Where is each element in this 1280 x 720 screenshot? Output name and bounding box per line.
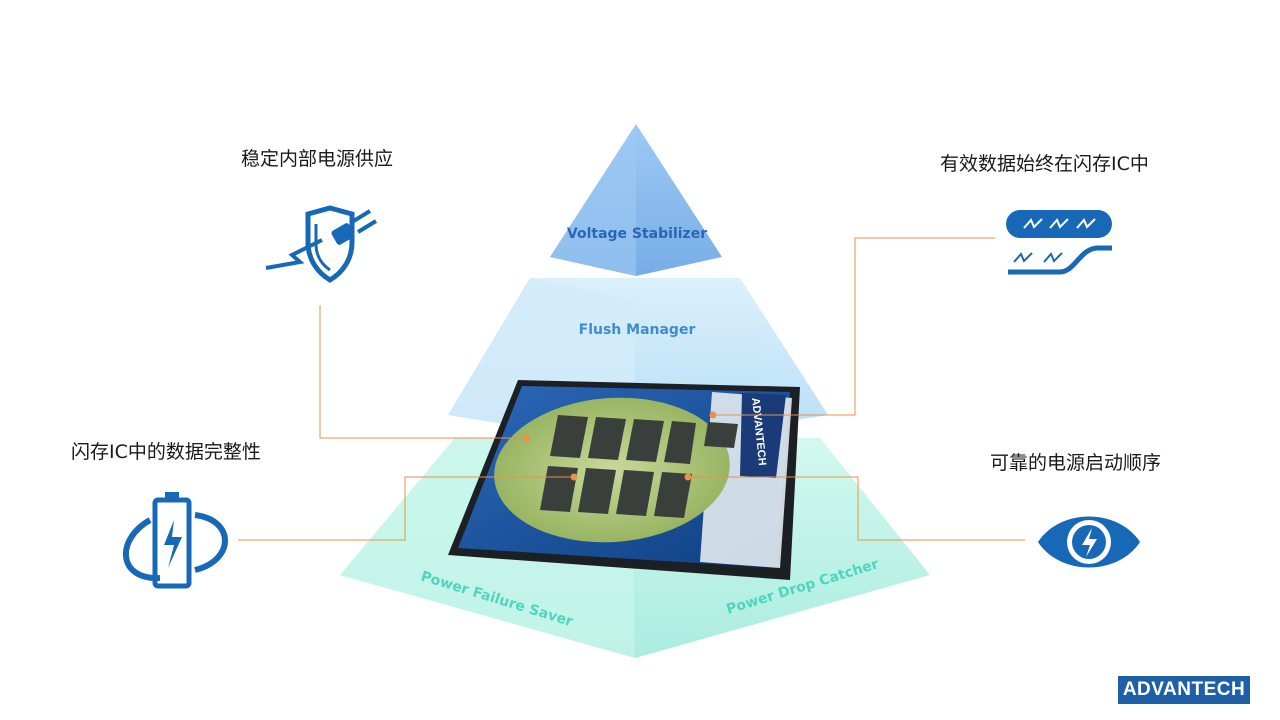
advantech-logo: ADVANTECH [1118,676,1250,704]
memory-wave-icon [1006,210,1112,275]
tier-middle-label: Flush Manager [579,322,696,338]
ssd-device: ADVANTECH [448,380,800,580]
feature-label-bottom-left: 闪存IC中的数据完整性 [71,441,261,463]
feature-label-top-left: 稳定内部电源供应 [241,148,394,170]
connector-bottom-left [238,476,574,541]
connector-bottom-right [688,476,1025,541]
connector-top-right [713,237,995,416]
pyramid-tier-top [550,124,722,276]
feature-label-bottom-right: 可靠的电源启动顺序 [990,452,1162,474]
eye-bolt-icon [1038,516,1140,568]
tier-top-label: Voltage Stabilizer [567,226,707,242]
connector-top-left [319,305,527,439]
battery-charge-icon [123,492,228,589]
feature-label-top-right: 有效数据始终在闪存IC中 [940,153,1149,175]
connector-lines [238,237,1025,541]
shield-plug-icon [265,205,378,283]
